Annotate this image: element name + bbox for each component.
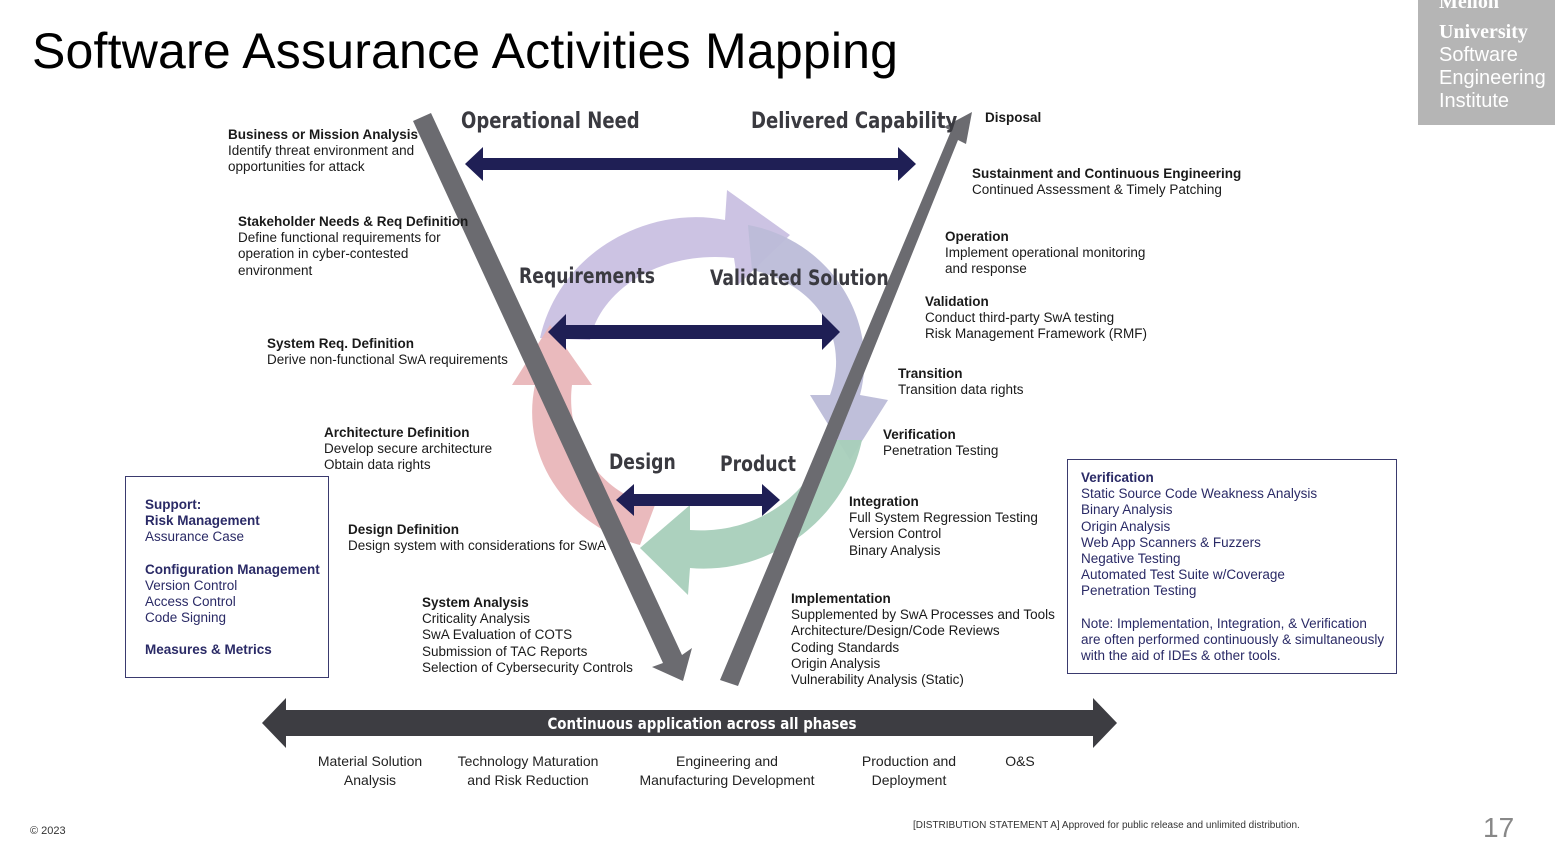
support-box-content: Support: Risk Management Assurance Case … — [145, 497, 320, 658]
requirements-validated-arrow — [548, 314, 840, 350]
product-label: Product — [720, 452, 796, 476]
activity-sustainment: Sustainment and Continuous Engineering C… — [972, 166, 1242, 198]
activity-validation: Validation Conduct third-party SwA testi… — [925, 294, 1148, 342]
design-label: Design — [609, 450, 676, 474]
validated-arc — [748, 225, 888, 460]
support-box: Support: Risk Management Assurance Case … — [125, 476, 329, 678]
phase-os: O&S — [1005, 753, 1035, 769]
logo-line-sei: Software Engineering Institute — [1439, 44, 1546, 112]
continuous-arrow-label: Continuous application across all phases — [547, 715, 856, 733]
sei-logo: Mellon University Software Engineering I… — [1418, 0, 1555, 125]
operational-need-label: Operational Need — [461, 109, 640, 134]
product-arc — [640, 440, 862, 595]
navy-arrows — [465, 147, 916, 516]
activity-integration: Integration Full System Regression Testi… — [849, 494, 1038, 558]
v-arrows — [413, 112, 972, 686]
delivered-capability-label: Delivered Capability — [751, 109, 958, 134]
requirements-label: Requirements — [519, 264, 655, 288]
logo-line-university: University — [1439, 21, 1528, 43]
activity-design-definition: Design Definition Design system with con… — [348, 522, 607, 554]
logo-line-mellon: Mellon — [1439, 0, 1499, 13]
activity-disposal: Disposal — [985, 110, 1042, 125]
activity-system-analysis: System Analysis Criticality Analysis SwA… — [422, 595, 633, 675]
activity-system-req-definition: System Req. Definition Derive non-functi… — [267, 336, 508, 368]
activity-verification: Verification Penetration Testing — [883, 427, 999, 459]
activity-operation: Operation Implement operational monitori… — [945, 229, 1146, 277]
right-v-arrow — [720, 112, 972, 686]
requirements-arc — [540, 190, 790, 340]
activity-architecture-definition: Architecture Definition Develop secure a… — [324, 425, 493, 473]
activity-transition: Transition Transition data rights — [898, 366, 1024, 398]
distribution-statement: [DISTRIBUTION STATEMENT A] Approved for … — [913, 820, 1300, 831]
design-product-arrow — [616, 484, 780, 516]
validated-solution-label: Validated Solution — [710, 266, 889, 290]
operational-delivered-arrow — [465, 147, 916, 181]
slide-title: Software Assurance Activities Mapping — [32, 23, 899, 79]
continuous-arrow — [262, 698, 1117, 748]
verification-box: Verification Static Source Code Weakness… — [1067, 459, 1397, 674]
verification-box-content: Verification Static Source Code Weakness… — [1081, 470, 1385, 664]
page-number: 17 — [1483, 812, 1515, 843]
left-v-arrow — [413, 113, 692, 681]
activity-implementation: Implementation Supplemented by SwA Proce… — [791, 591, 1055, 688]
copyright: © 2023 — [30, 825, 66, 837]
activity-stakeholder-needs: Stakeholder Needs & Req Definition Defin… — [238, 214, 469, 278]
activity-business-mission-analysis: Business or Mission Analysis Identify th… — [228, 127, 419, 175]
